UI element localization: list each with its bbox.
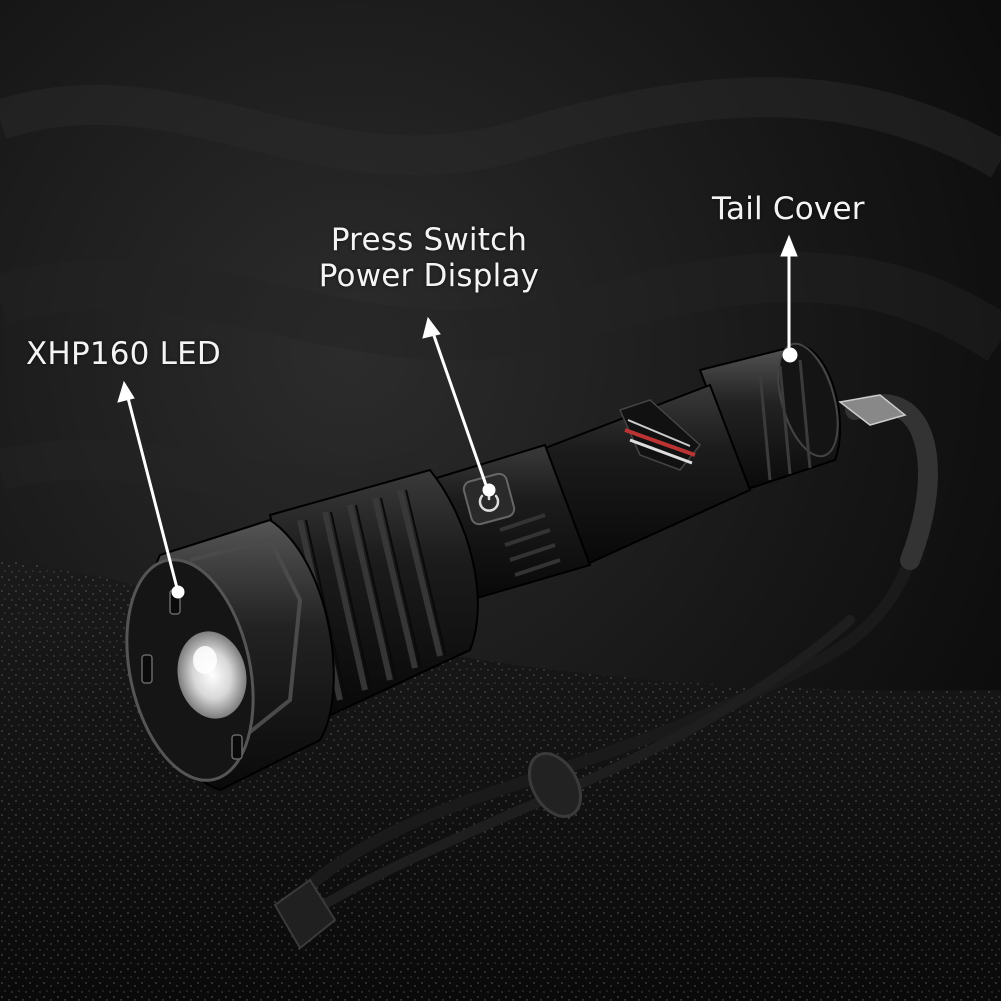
arrow-switch <box>430 329 489 489</box>
lanyard <box>273 394 938 950</box>
callout-tail-label: Tail Cover <box>712 191 865 227</box>
callout-arrows <box>117 234 798 599</box>
arrowhead-led <box>117 380 135 403</box>
callout-dot-led <box>171 585 185 599</box>
callout-switch-line1: Press Switch <box>330 222 528 258</box>
arrow-led <box>125 393 180 593</box>
callout-led-label: XHP160 LED <box>26 336 221 372</box>
flashlight <box>125 342 842 792</box>
arrowhead-switch <box>422 316 441 339</box>
arrowhead-tail <box>780 234 798 257</box>
callout-switch-line2: Power Display <box>318 258 540 294</box>
callout-dot-switch <box>482 483 496 497</box>
callout-switch-label: Press Switch Power Display <box>318 222 540 294</box>
callout-dot-tail <box>782 347 798 363</box>
